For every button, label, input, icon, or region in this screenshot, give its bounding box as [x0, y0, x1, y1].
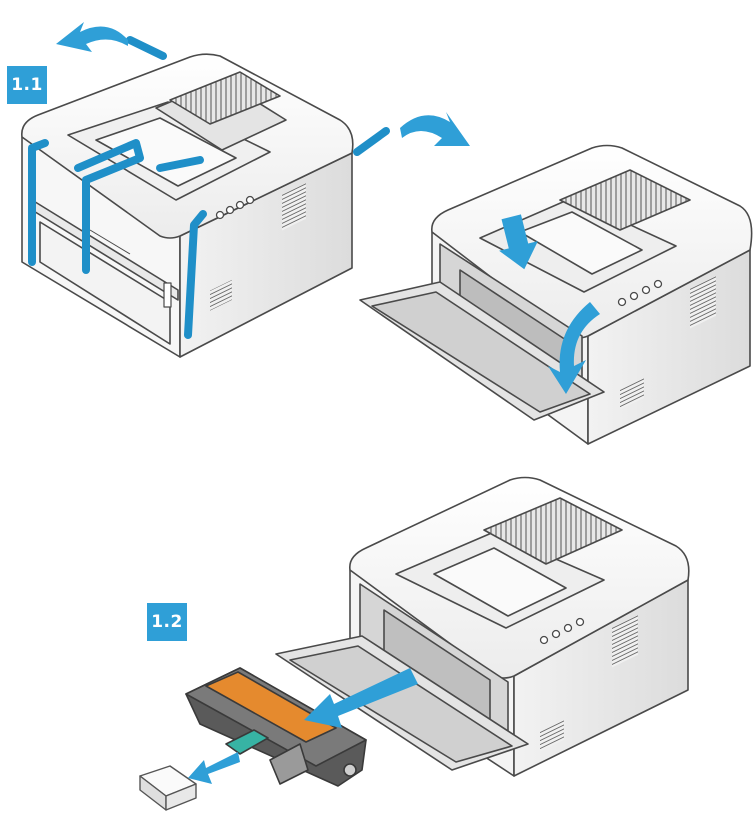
curved-arrow-icon	[400, 112, 470, 146]
packing-tape	[28, 36, 390, 339]
printer-door-open	[359, 144, 753, 445]
packing-block	[139, 765, 197, 811]
toner-cartridge	[185, 667, 367, 787]
step-badge-1-1: 1.1	[7, 66, 47, 104]
arrow-left-icon	[188, 752, 240, 784]
curved-arrow-icon	[56, 22, 128, 52]
down-arrow-icon	[499, 214, 538, 270]
printer-cartridge-removal	[275, 476, 690, 777]
arrow-left-icon	[304, 668, 418, 728]
printer-taped	[21, 53, 354, 358]
step-badge-1-2: 1.2	[147, 603, 187, 641]
curved-arrow-down-icon	[548, 302, 600, 394]
